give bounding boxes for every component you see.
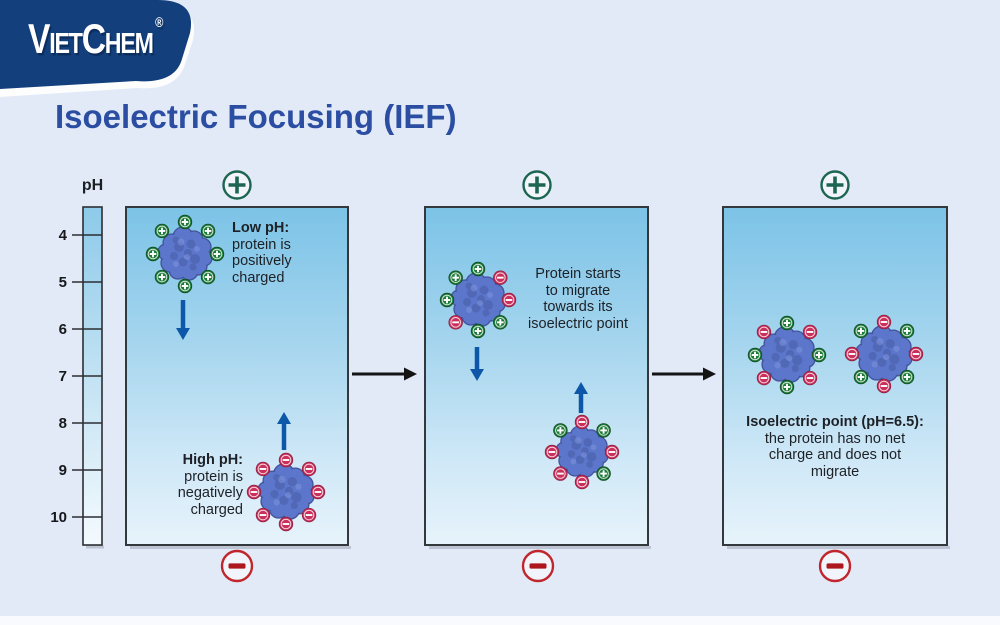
negative-charge-icon	[493, 270, 508, 285]
positive-charge-icon	[596, 423, 611, 438]
negative-charge-icon	[544, 444, 560, 460]
positive-charge-icon	[811, 347, 827, 363]
negative-charge-icon	[246, 484, 262, 500]
ph-tick-label: 8	[59, 415, 67, 432]
positive-charge-icon	[779, 315, 795, 331]
positive-charge-icon	[448, 270, 463, 285]
brand-name: VietChem	[28, 15, 154, 62]
migration-arrow-up	[574, 382, 588, 413]
migration-arrow-down	[470, 347, 484, 381]
caption-bold-line: Isoelectric point (pH=6.5):	[746, 414, 924, 430]
panel-transition-arrow	[352, 367, 417, 381]
migration-arrow-up	[277, 412, 291, 450]
positive-charge-icon	[553, 423, 568, 438]
caption-line: the protein has no net	[764, 430, 906, 447]
negative-electrode-icon	[220, 549, 254, 583]
negative-charge-icon	[908, 346, 924, 362]
migration-arrow-down	[176, 300, 190, 340]
negative-charge-icon	[802, 324, 818, 340]
positive-electrode-icon	[522, 170, 552, 200]
bottom-strip	[0, 616, 1000, 625]
caption-line: isoelectric point	[528, 315, 628, 332]
negative-charge-icon	[301, 461, 317, 477]
ph-tick-label: 10	[50, 509, 67, 526]
caption-line: migrate	[810, 463, 860, 480]
caption-line: charged	[232, 269, 285, 286]
ph-tick-label: 4	[59, 227, 68, 244]
positive-charge-icon	[899, 369, 915, 385]
negative-charge-icon	[553, 466, 568, 481]
positive-charge-icon	[177, 214, 193, 230]
brand-logo-shape	[0, 0, 195, 97]
positive-charge-icon	[853, 323, 869, 339]
positive-charge-icon	[145, 246, 161, 262]
negative-charge-icon	[310, 484, 326, 500]
negative-charge-icon	[448, 315, 463, 330]
negative-charge-icon	[301, 507, 317, 523]
caption-line: Protein starts	[535, 266, 621, 282]
positive-charge-icon	[747, 347, 763, 363]
positive-electrode-icon	[222, 170, 252, 200]
positive-charge-icon	[853, 369, 869, 385]
positive-charge-icon	[439, 292, 455, 308]
ph-tick-label: 9	[59, 462, 67, 479]
negative-charge-icon	[574, 414, 590, 430]
negative-charge-icon	[255, 461, 271, 477]
negative-charge-icon	[501, 292, 517, 308]
negative-charge-icon	[756, 324, 772, 340]
negative-electrode-icon	[521, 549, 555, 583]
page-title: Isoelectric Focusing (IEF)	[55, 98, 457, 135]
positive-charge-icon	[779, 379, 795, 395]
brand-logo: VietChem®	[28, 14, 163, 63]
negative-charge-icon	[278, 516, 294, 532]
positive-charge-icon	[899, 323, 915, 339]
negative-electrode-icon	[818, 549, 852, 583]
negative-charge-icon	[574, 474, 590, 490]
negative-charge-icon	[255, 507, 271, 523]
gel-panel-2	[424, 206, 649, 546]
ph-tick-label: 6	[59, 321, 67, 338]
caption-line: charged	[190, 501, 243, 518]
positive-charge-icon	[200, 223, 216, 239]
negative-charge-icon	[604, 444, 620, 460]
positive-charge-icon	[596, 466, 611, 481]
positive-electrode-icon	[820, 170, 850, 200]
caption-line: protein is	[232, 236, 291, 253]
positive-charge-icon	[470, 261, 486, 277]
negative-charge-icon	[802, 370, 818, 386]
positive-charge-icon	[177, 278, 193, 294]
caption-line: charge and does not	[768, 447, 902, 463]
positive-charge-icon	[493, 315, 508, 330]
caption-line: protein is	[184, 468, 243, 485]
caption-line: to migrate	[545, 282, 611, 299]
ph-tick-label: 5	[59, 274, 67, 291]
ph-axis-label: pH	[81, 177, 104, 194]
caption-bold-line: Low pH:	[232, 220, 290, 236]
negative-charge-icon	[876, 314, 892, 330]
negative-charge-icon	[756, 370, 772, 386]
registered-mark-icon: ®	[155, 14, 164, 30]
panel-transition-arrow	[652, 367, 716, 381]
caption-line: towards its	[543, 299, 613, 315]
positive-charge-icon	[470, 323, 486, 339]
caption-bold-line: High pH:	[182, 452, 243, 468]
positive-charge-icon	[209, 246, 225, 262]
positive-charge-icon	[154, 223, 170, 239]
positive-charge-icon	[200, 269, 216, 285]
positive-charge-icon	[154, 269, 170, 285]
negative-charge-icon	[876, 378, 892, 394]
negative-charge-icon	[278, 452, 294, 468]
caption-line: negatively	[177, 485, 243, 501]
negative-charge-icon	[844, 346, 860, 362]
ph-tick-label: 7	[59, 368, 67, 385]
caption-4: Isoelectric point (pH=6.5):the protein h…	[746, 414, 924, 480]
caption-line: positively	[232, 253, 292, 269]
